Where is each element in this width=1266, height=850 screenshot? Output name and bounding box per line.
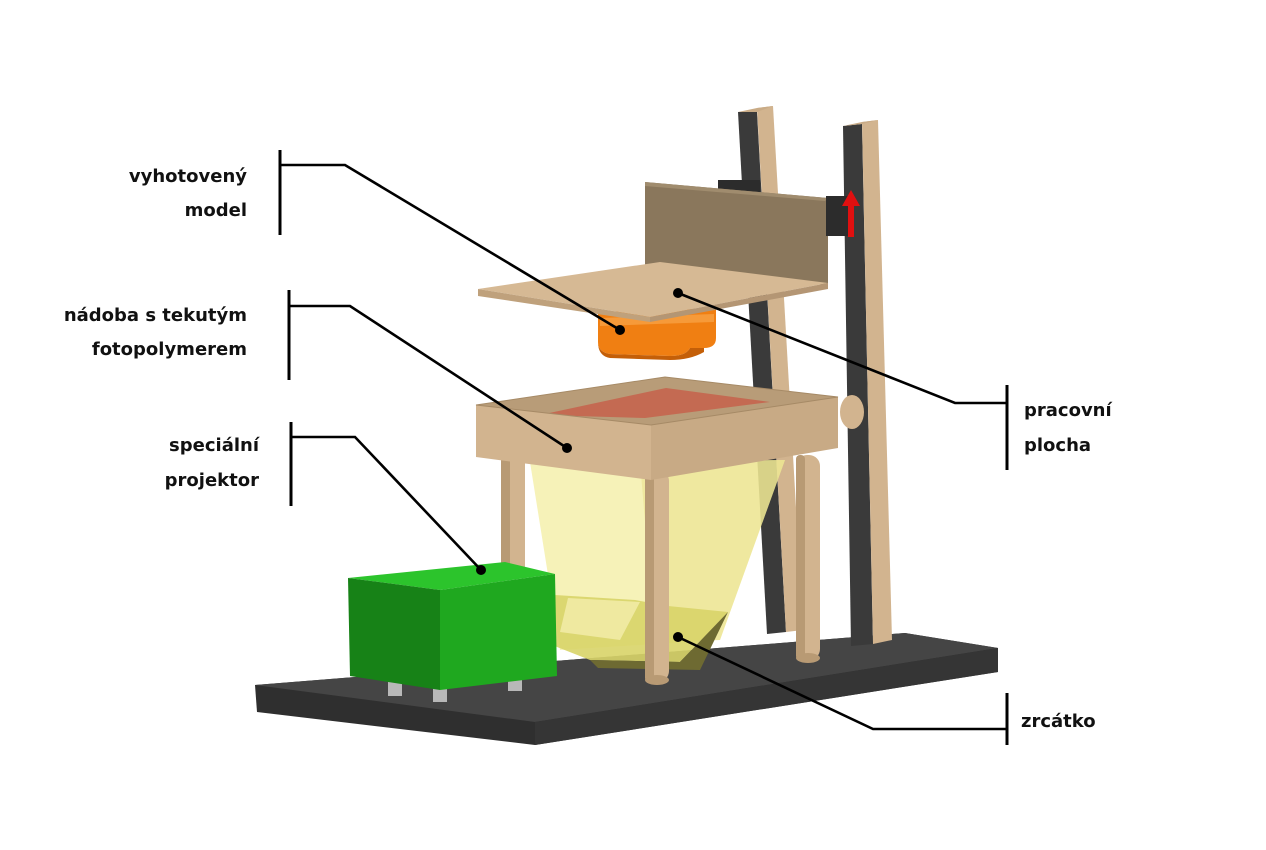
label-vat-line2: fotopolymerem (92, 339, 247, 360)
build-platform (478, 182, 848, 322)
platform-leader (677, 291, 1007, 405)
label-projector-line2: projektor (165, 470, 259, 491)
mirror-leader-dot (673, 632, 683, 642)
model-leader-dot (615, 325, 625, 335)
vat-leader (289, 304, 568, 450)
projector-leader-dot (476, 565, 486, 575)
label-model-line2: model (185, 200, 247, 221)
projector-leader (291, 435, 482, 571)
label-vat: nádoba s tekutým fotopolymerem (64, 305, 247, 360)
label-platform-line2: plocha (1024, 435, 1091, 456)
label-vat-line1: nádoba s tekutým (64, 305, 247, 326)
platform-leader-dot (673, 288, 683, 298)
projector (348, 562, 557, 702)
label-model-line1: vyhotovený (129, 166, 247, 187)
vat-legs (501, 452, 820, 685)
resin-vat (475, 376, 864, 480)
label-platform-line1: pracovní (1024, 400, 1112, 421)
label-mirror: zrcátko (1021, 711, 1096, 732)
red-up-arrow-icon (842, 190, 860, 237)
label-leaders (278, 150, 1009, 745)
model-leader (280, 163, 621, 332)
vat-leader-dot (562, 443, 572, 453)
vat-mount-pin (840, 395, 864, 429)
mirror-leader (677, 635, 1007, 731)
label-platform: pracovní plocha (1024, 400, 1112, 456)
label-model: vyhotovený model (129, 166, 247, 221)
label-mirror-line1: zrcátko (1021, 711, 1096, 732)
mirror (552, 595, 728, 670)
label-projector: speciální projektor (165, 435, 260, 491)
label-projector-line1: speciální (169, 435, 260, 456)
front-rail (843, 120, 892, 646)
